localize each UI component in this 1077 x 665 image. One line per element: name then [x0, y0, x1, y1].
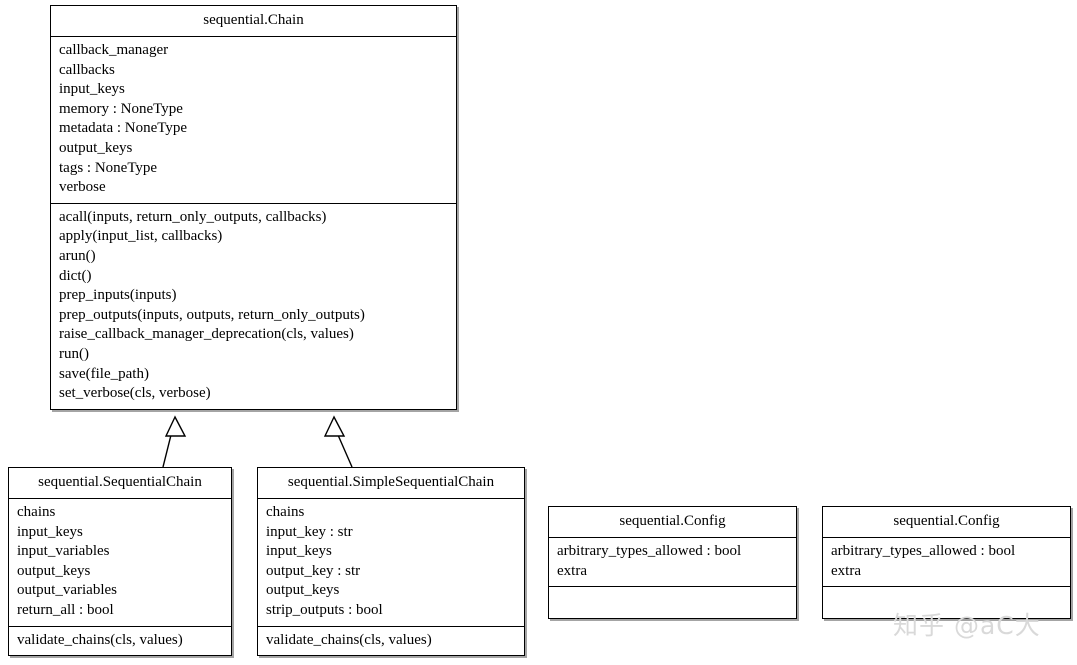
attribute-row: callbacks [59, 61, 115, 78]
attribute-row: input_key : str [266, 523, 353, 540]
attribute-row: strip_outputs : bool [266, 601, 383, 618]
attribute-row: output_keys [59, 139, 133, 156]
attribute-row: verbose [59, 179, 106, 196]
class-title: sequential.Config [823, 507, 1070, 538]
attributes-compartment: arbitrary_types_allowed : bool extra [549, 538, 796, 588]
method-row: validate_chains(cls, values) [266, 631, 432, 648]
attribute-row: output_variables [17, 582, 117, 599]
class-box-sequential-config-1[interactable]: sequential.Config arbitrary_types_allowe… [548, 506, 797, 620]
class-box-sequential-sequentialchain[interactable]: sequential.SequentialChain chains input_… [8, 467, 232, 657]
method-row: acall(inputs, return_only_outputs, callb… [59, 208, 327, 225]
method-row: apply(input_list, callbacks) [59, 228, 223, 245]
attribute-row: return_all : bool [17, 601, 114, 618]
attributes-compartment: callback_manager callbacks input_keys me… [51, 37, 456, 204]
generalization-sequential-chain [162, 415, 187, 468]
attribute-row: metadata : NoneType [59, 120, 188, 137]
method-row: run() [59, 345, 89, 362]
attribute-row: extra [557, 562, 587, 579]
methods-compartment: validate_chains(cls, values) [258, 627, 524, 656]
class-box-sequential-config-2[interactable]: sequential.Config arbitrary_types_allowe… [822, 506, 1071, 620]
class-title: sequential.Config [549, 507, 796, 538]
class-title: sequential.SequentialChain [9, 468, 231, 499]
attribute-row: input_keys [59, 81, 125, 98]
class-title: sequential.SimpleSequentialChain [258, 468, 524, 499]
attribute-row: input_variables [17, 543, 110, 560]
attribute-row: chains [266, 504, 305, 520]
attribute-row: input_keys [266, 543, 332, 560]
method-row: set_verbose(cls, verbose) [59, 385, 211, 402]
watermark-text: 知乎 @aC大 [893, 611, 1041, 640]
class-box-sequential-simplesequentialchain[interactable]: sequential.SimpleSequentialChain chains … [257, 467, 525, 657]
generalization-simple-sequential-chain [323, 415, 353, 468]
attribute-row: tags : NoneType [59, 159, 158, 176]
methods-compartment [549, 587, 796, 618]
attribute-row: chains [17, 504, 56, 520]
attribute-row: output_keys [266, 582, 340, 599]
class-title: sequential.Chain [51, 6, 456, 37]
attribute-row: output_keys [17, 562, 91, 579]
attribute-row: memory : NoneType [59, 100, 183, 117]
attribute-row: arbitrary_types_allowed : bool [557, 543, 742, 559]
attributes-compartment: chains input_keys input_variables output… [9, 499, 231, 627]
attributes-compartment: chains input_key : str input_keys output… [258, 499, 524, 627]
attribute-row: extra [831, 562, 861, 579]
method-row: save(file_path) [59, 365, 149, 382]
attributes-compartment: arbitrary_types_allowed : bool extra [823, 538, 1070, 588]
methods-compartment: acall(inputs, return_only_outputs, callb… [51, 204, 456, 409]
class-box-sequential-chain[interactable]: sequential.Chain callback_manager callba… [50, 5, 457, 410]
method-row: prep_inputs(inputs) [59, 287, 177, 304]
attribute-row: callback_manager [59, 42, 169, 58]
attribute-row: input_keys [17, 523, 83, 540]
attribute-row: output_key : str [266, 562, 361, 579]
method-row: arun() [59, 247, 96, 264]
method-row: validate_chains(cls, values) [17, 631, 183, 648]
method-row: prep_outputs(inputs, outputs, return_onl… [59, 306, 365, 323]
methods-compartment: validate_chains(cls, values) [9, 627, 231, 656]
attribute-row: arbitrary_types_allowed : bool [831, 543, 1016, 559]
method-row: raise_callback_manager_deprecation(cls, … [59, 326, 354, 343]
method-row: dict() [59, 267, 92, 284]
